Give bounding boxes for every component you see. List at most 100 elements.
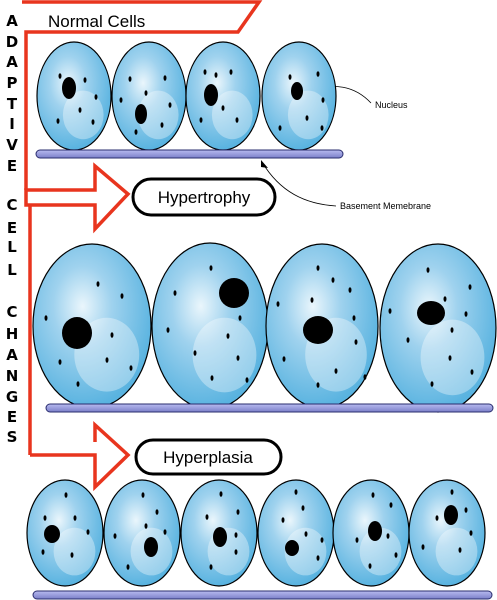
- organelle: [163, 75, 167, 81]
- cell: [111, 41, 187, 151]
- organelle: [464, 507, 468, 513]
- title-letter: L: [7, 238, 17, 256]
- organelle: [94, 94, 98, 100]
- organelle: [450, 489, 454, 495]
- organelle: [450, 327, 454, 333]
- basement-membrane: [35, 149, 344, 159]
- cell: [32, 243, 152, 409]
- organelle: [276, 301, 280, 307]
- cell: [36, 41, 112, 151]
- organelle: [388, 308, 392, 314]
- title-letter: A: [6, 12, 18, 30]
- nucleus: [291, 82, 303, 100]
- organelle: [166, 327, 170, 333]
- organelle: [389, 502, 393, 508]
- nucleus-label: Nucleus: [375, 100, 408, 110]
- organelle: [209, 265, 213, 271]
- organelle: [363, 374, 367, 380]
- organelle: [468, 284, 472, 290]
- organelle: [305, 115, 309, 121]
- organelle: [234, 532, 238, 538]
- title-letter: E: [6, 157, 18, 175]
- organelle: [368, 563, 372, 569]
- organelle: [320, 537, 324, 543]
- basement-pointer: [261, 161, 337, 207]
- title-letter: T: [6, 95, 18, 113]
- organelle: [316, 382, 320, 388]
- organelle: [371, 492, 375, 498]
- organelle: [214, 72, 218, 78]
- organelle: [229, 69, 233, 75]
- organelle: [470, 369, 474, 375]
- title-letter: H: [5, 325, 19, 343]
- organelle: [430, 381, 434, 387]
- nucleus: [144, 537, 158, 557]
- organelle: [199, 117, 203, 123]
- organelle: [203, 69, 207, 75]
- title-letter: A: [6, 346, 18, 364]
- organelle: [168, 102, 172, 108]
- organelle: [294, 489, 298, 495]
- nucleus: [135, 104, 147, 124]
- organelle: [105, 357, 109, 363]
- hypertrophy-label-box: [131, 177, 277, 217]
- organelle: [113, 533, 117, 539]
- flow-arrows: [22, 0, 263, 492]
- nucleus: [44, 525, 60, 543]
- organelle: [58, 73, 62, 79]
- title-letter: I: [9, 115, 15, 133]
- organelle: [96, 281, 100, 287]
- organelle: [58, 359, 62, 365]
- title-letter: S: [6, 428, 18, 446]
- organelle: [126, 564, 130, 570]
- organelle: [43, 515, 47, 521]
- organelle: [426, 267, 430, 273]
- organelle: [221, 105, 225, 111]
- hyperplasia-arrow: [30, 421, 131, 492]
- hypertrophy-arrow: [24, 162, 131, 234]
- organelle: [236, 355, 240, 361]
- organelle: [129, 365, 133, 371]
- cell: [185, 41, 261, 151]
- organelle: [76, 381, 80, 387]
- nucleus: [204, 84, 218, 106]
- organelle: [464, 311, 468, 317]
- title-letter: V: [6, 136, 18, 154]
- organelle: [348, 287, 352, 293]
- cell: [151, 242, 269, 410]
- basement-membrane: [45, 403, 494, 413]
- organelle: [235, 117, 239, 123]
- basement-membranes: [32, 149, 494, 600]
- organelle: [209, 564, 213, 570]
- nucleus: [368, 521, 382, 541]
- organelle: [73, 515, 77, 521]
- organelle: [155, 509, 159, 515]
- organelle: [394, 552, 398, 558]
- organelle: [163, 529, 167, 535]
- organelle: [278, 125, 282, 131]
- organelle: [205, 514, 209, 520]
- basement-membrane: [32, 590, 493, 600]
- organelle: [234, 549, 238, 555]
- organelle: [64, 492, 68, 498]
- organelle: [91, 119, 95, 125]
- title-letter: E: [6, 219, 18, 237]
- organelle: [56, 118, 60, 124]
- organelle: [320, 125, 324, 131]
- cell: [379, 243, 497, 413]
- organelle: [334, 368, 338, 374]
- cell: [257, 479, 335, 587]
- title-letter: D: [5, 33, 19, 51]
- organelle: [386, 533, 390, 539]
- organelle: [238, 315, 242, 321]
- title-letter: L: [7, 261, 17, 279]
- title-letter: P: [6, 74, 18, 92]
- normal-cells-label: Normal Cells: [48, 12, 145, 31]
- title-letter: C: [6, 303, 18, 321]
- organelle: [281, 517, 285, 523]
- organelle: [469, 530, 473, 536]
- hyperplasia-label: Hyperplasia: [163, 448, 253, 467]
- organelle: [443, 296, 447, 302]
- hyperplasia-label-box: [134, 438, 283, 476]
